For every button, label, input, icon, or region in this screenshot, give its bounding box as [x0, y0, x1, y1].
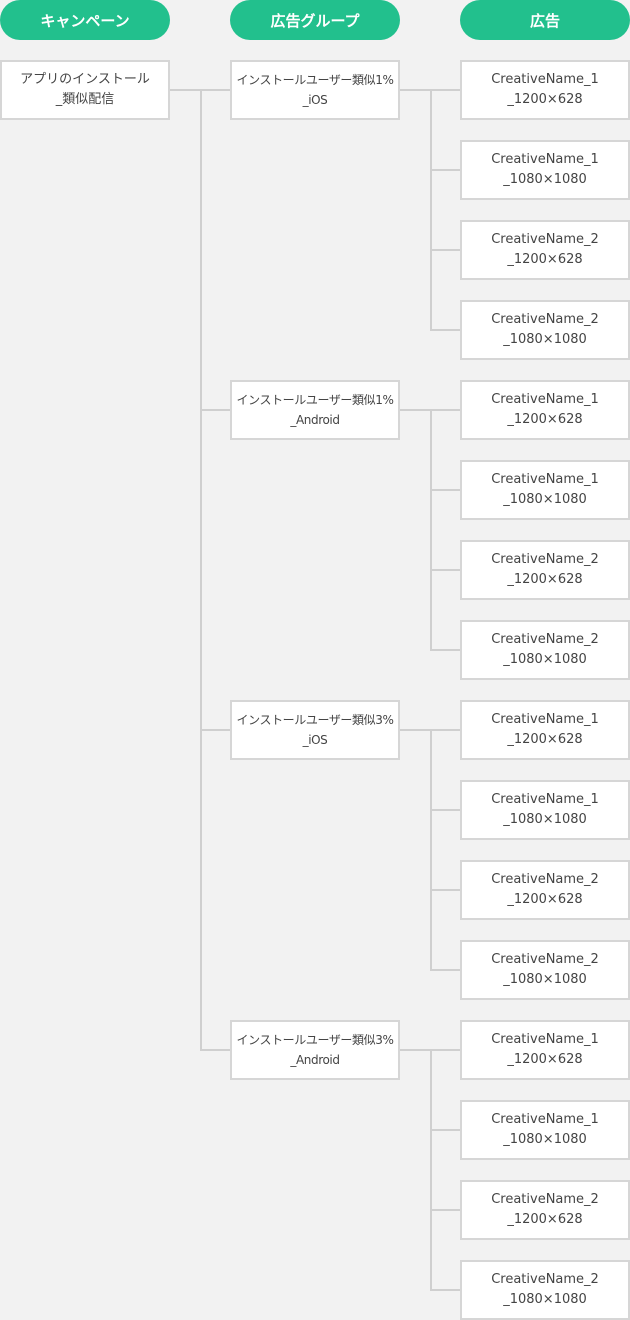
campaign-connector	[170, 89, 201, 91]
ad-creative-name: CreativeName_1	[491, 392, 599, 407]
group-3-branch	[200, 729, 230, 731]
ad-group-node: インストールユーザー類似3% _iOS	[230, 700, 400, 760]
ad-branch	[430, 1289, 460, 1291]
ad-creative-size: _1200×628	[507, 732, 583, 747]
ad-branch	[430, 1129, 460, 1131]
group-2-branch	[200, 409, 230, 411]
ad-creative-size: _1080×1080	[503, 1132, 587, 1147]
ad-node: CreativeName_2 _1200×628	[460, 540, 630, 600]
group-4-connector	[400, 1049, 431, 1051]
campaign-suffix: _類似配信	[55, 92, 115, 107]
ad-node: CreativeName_1 _1080×1080	[460, 1100, 630, 1160]
ad-creative-size: _1080×1080	[503, 812, 587, 827]
ad-node: CreativeName_1 _1080×1080	[460, 460, 630, 520]
ad-node: CreativeName_1 _1200×628	[460, 60, 630, 120]
ad-creative-name: CreativeName_2	[491, 232, 599, 247]
ad-creative-size: _1200×628	[507, 1212, 583, 1227]
ad-node: CreativeName_1 _1200×628	[460, 1020, 630, 1080]
ad-creative-size: _1200×628	[507, 1052, 583, 1067]
ad-creative-name: CreativeName_1	[491, 72, 599, 87]
ad-node: CreativeName_2 _1200×628	[460, 220, 630, 280]
ad-creative-name: CreativeName_1	[491, 792, 599, 807]
group-1-branch	[200, 89, 230, 91]
group-4-branch	[200, 1049, 230, 1051]
ad-group-platform: _iOS	[302, 93, 328, 107]
campaign-column-header: キャンペーン	[0, 0, 170, 40]
ad-branch	[430, 1209, 460, 1211]
ad-group-name: インストールユーザー類似1%	[236, 73, 394, 87]
ad-branch	[430, 409, 460, 411]
ad-group-platform: _iOS	[302, 733, 328, 747]
group-4-trunk	[430, 1049, 432, 1291]
ad-branch	[430, 329, 460, 331]
ad-node: CreativeName_2 _1200×628	[460, 1180, 630, 1240]
ad-node: CreativeName_2 _1080×1080	[460, 940, 630, 1000]
ad-branch	[430, 809, 460, 811]
ad-creative-size: _1200×628	[507, 412, 583, 427]
ad-column-header: 広告	[460, 0, 630, 40]
ad-branch	[430, 649, 460, 651]
ad-group-platform: _Android	[290, 413, 340, 427]
ad-group-node: インストールユーザー類似1% _Android	[230, 380, 400, 440]
ad-creative-name: CreativeName_2	[491, 552, 599, 567]
ad-node: CreativeName_2 _1200×628	[460, 860, 630, 920]
ad-group-column-header: 広告グループ	[230, 0, 400, 40]
ad-creative-size: _1080×1080	[503, 972, 587, 987]
ad-branch	[430, 1049, 460, 1051]
group-2-connector	[400, 409, 431, 411]
ad-creative-name: CreativeName_2	[491, 1272, 599, 1287]
ad-creative-size: _1080×1080	[503, 652, 587, 667]
ad-creative-name: CreativeName_1	[491, 1032, 599, 1047]
ad-creative-size: _1200×628	[507, 252, 583, 267]
ad-creative-name: CreativeName_1	[491, 712, 599, 727]
group-3-trunk	[430, 729, 432, 971]
ad-branch	[430, 889, 460, 891]
ad-branch	[430, 249, 460, 251]
ad-node: CreativeName_1 _1200×628	[460, 380, 630, 440]
ad-branch	[430, 89, 460, 91]
ad-creative-size: _1080×1080	[503, 492, 587, 507]
ad-group-node: インストールユーザー類似1% _iOS	[230, 60, 400, 120]
group-1-trunk	[430, 89, 432, 331]
group-1-connector	[400, 89, 431, 91]
ad-creative-size: _1080×1080	[503, 332, 587, 347]
ad-creative-name: CreativeName_2	[491, 1192, 599, 1207]
ad-node: CreativeName_1 _1200×628	[460, 700, 630, 760]
ad-creative-name: CreativeName_2	[491, 312, 599, 327]
ad-creative-size: _1200×628	[507, 572, 583, 587]
ad-node: CreativeName_2 _1080×1080	[460, 1260, 630, 1320]
ad-branch	[430, 169, 460, 171]
ad-group-name: インストールユーザー類似3%	[236, 1033, 394, 1047]
campaign-trunk	[200, 89, 202, 1051]
ad-branch	[430, 489, 460, 491]
ad-creative-name: CreativeName_1	[491, 152, 599, 167]
ad-group-name: インストールユーザー類似3%	[236, 713, 394, 727]
ad-group-platform: _Android	[290, 1053, 340, 1067]
ad-branch	[430, 969, 460, 971]
campaign-node: アプリのインストール _類似配信	[0, 60, 170, 120]
ad-creative-name: CreativeName_2	[491, 872, 599, 887]
ad-group-node: インストールユーザー類似3% _Android	[230, 1020, 400, 1080]
ad-creative-name: CreativeName_1	[491, 1112, 599, 1127]
group-2-trunk	[430, 409, 432, 651]
ad-node: CreativeName_2 _1080×1080	[460, 300, 630, 360]
ad-creative-size: _1200×628	[507, 892, 583, 907]
ad-group-name: インストールユーザー類似1%	[236, 393, 394, 407]
campaign-name: アプリのインストール	[20, 72, 150, 87]
ad-node: CreativeName_1 _1080×1080	[460, 780, 630, 840]
ad-creative-size: _1080×1080	[503, 172, 587, 187]
ad-creative-size: _1200×628	[507, 92, 583, 107]
ad-node: CreativeName_1 _1080×1080	[460, 140, 630, 200]
ad-creative-name: CreativeName_1	[491, 472, 599, 487]
ad-creative-size: _1080×1080	[503, 1292, 587, 1307]
ad-node: CreativeName_2 _1080×1080	[460, 620, 630, 680]
ad-branch	[430, 729, 460, 731]
ad-creative-name: CreativeName_2	[491, 952, 599, 967]
group-3-connector	[400, 729, 431, 731]
ad-branch	[430, 569, 460, 571]
ad-creative-name: CreativeName_2	[491, 632, 599, 647]
